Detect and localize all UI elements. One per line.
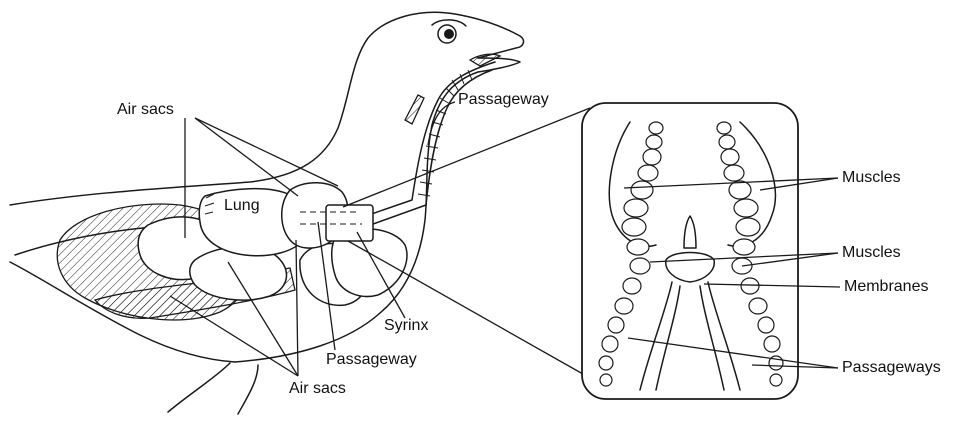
label-air-sacs-top: Air sacs bbox=[117, 102, 174, 118]
label-muscles-lower: Muscles bbox=[842, 245, 901, 261]
label-syrinx: Syrinx bbox=[384, 318, 428, 334]
label-membranes: Membranes bbox=[844, 279, 928, 295]
label-air-sacs-bottom: Air sacs bbox=[289, 381, 346, 397]
syrinx-inset bbox=[582, 103, 798, 399]
label-passageway-top: Passageway bbox=[458, 92, 549, 108]
label-passageway-bottom: Passageway bbox=[326, 352, 417, 368]
label-passageways: Passageways bbox=[842, 360, 941, 376]
label-muscles-upper: Muscles bbox=[842, 170, 901, 186]
label-lung: Lung bbox=[224, 198, 260, 214]
